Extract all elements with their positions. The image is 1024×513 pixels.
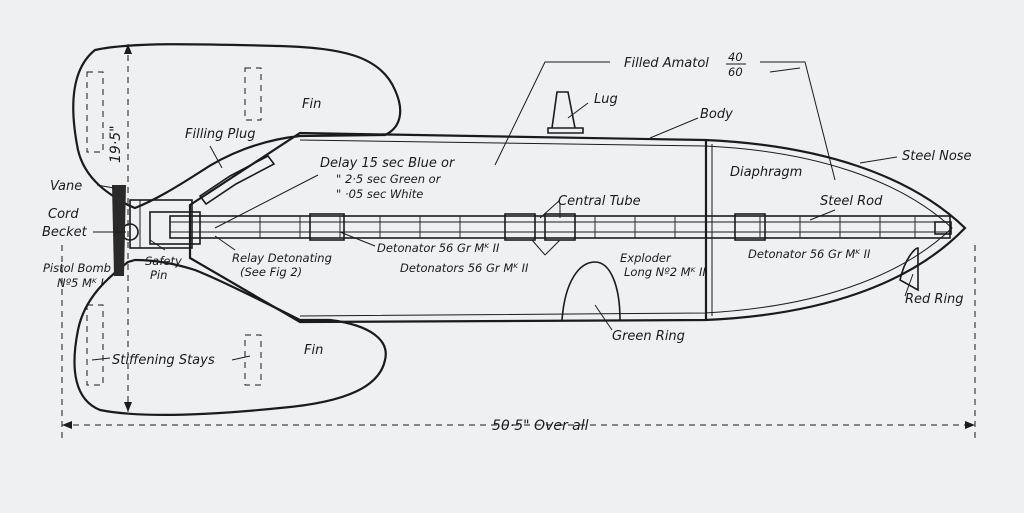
- label-detonator-nose: Detonator 56 Gr Mᴷ II: [748, 247, 871, 261]
- overall-dim-arrow-left: [62, 421, 72, 429]
- label-steel-nose: Steel Nose: [902, 149, 972, 164]
- height-dim-arrow-bottom: [124, 402, 132, 412]
- leader-lines: [91, 61, 914, 361]
- stiffening-stay-top-left: [86, 71, 104, 153]
- central-tube: [169, 215, 951, 239]
- pistol-housing: [149, 211, 201, 245]
- label-becket: Becket: [42, 225, 88, 240]
- detonator-nose: [734, 213, 766, 241]
- label-exploder-long: Long Nº2 Mᴷ II: [624, 265, 706, 279]
- height-dim-arrow-top: [124, 44, 132, 54]
- label-filling-plug: Filling Plug: [185, 127, 256, 142]
- label-delay-line2: " 2·5 sec Green or: [336, 172, 442, 186]
- filling-plug: [198, 154, 276, 206]
- label-central-tube: Central Tube: [558, 194, 641, 209]
- label-diaphragm: Diaphragm: [730, 165, 802, 180]
- label-fin-bottom: Fin: [304, 343, 323, 358]
- label-overall-dimension: 50·5" Over all: [492, 418, 589, 434]
- label-lug: Lug: [594, 92, 618, 107]
- nose-rod-end: [934, 221, 952, 235]
- label-detonators-mid: Detonators 56 Gr Mᴷ II: [400, 261, 529, 275]
- label-cord: Cord: [48, 207, 79, 222]
- body-outline: [188, 131, 967, 324]
- label-fin-top: Fin: [302, 97, 321, 112]
- detonator-mid-left: [504, 213, 536, 241]
- label-steel-rod: Steel Rod: [820, 194, 883, 209]
- vane-blades: [112, 185, 126, 276]
- red-ring-marker: [899, 247, 919, 292]
- label-delay-line1: Delay 15 sec Blue or: [320, 156, 456, 171]
- stiffening-stay-bottom-left: [86, 304, 104, 386]
- label-detonator-rear: Detonator 56 Gr Mᴷ II: [377, 241, 500, 255]
- label-pistol-bomb: Pistol Bomb: [43, 261, 111, 275]
- label-height-dimension: 19·5": [108, 125, 124, 163]
- label-pistol-bomb-model: Nº5 Mᴷ I: [57, 276, 104, 290]
- label-relay-see-fig: (See Fig 2): [240, 265, 302, 279]
- label-red-ring: Red Ring: [905, 292, 964, 307]
- central-tube-segments: [259, 216, 916, 238]
- label-amatol-ratio-bottom: 60: [728, 65, 743, 79]
- fin-bottom-outline: [73, 258, 387, 416]
- detonator-rear: [309, 213, 345, 241]
- label-exploder: Exploder: [620, 251, 672, 265]
- label-stiffening-stays: Stiffening Stays: [112, 353, 215, 368]
- label-delay-line3: " ·05 sec White: [336, 187, 423, 201]
- label-amatol-ratio-top: 40: [728, 50, 743, 64]
- label-pin: Pin: [150, 268, 167, 282]
- lug: [547, 91, 584, 134]
- stiffening-stay-bottom-right: [244, 334, 262, 386]
- label-body: Body: [700, 107, 733, 122]
- label-safety: Safety: [145, 254, 182, 268]
- green-ring-marker: [561, 261, 621, 321]
- overall-dim-arrow-right: [965, 421, 975, 429]
- label-green-ring: Green Ring: [612, 329, 685, 344]
- body-inner-skin: [299, 139, 953, 317]
- label-filled-amatol: Filled Amatol: [624, 56, 709, 71]
- fin-top-outline: [72, 43, 402, 210]
- stiffening-stay-top-right: [244, 67, 262, 121]
- label-relay-detonating: Relay Detonating: [232, 251, 332, 265]
- label-vane: Vane: [50, 179, 82, 194]
